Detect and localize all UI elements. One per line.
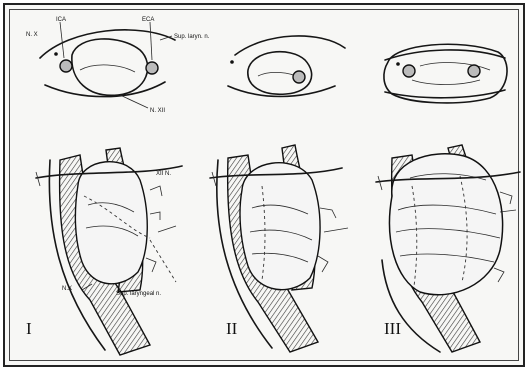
label-xii-n: XII N. [156, 171, 171, 177]
eca-vessel-3 [468, 65, 480, 77]
side-view-stage-1 [36, 148, 182, 355]
label-eca: ECA [142, 17, 154, 23]
stage-label-2: II [226, 319, 238, 338]
cross-section-2 [228, 36, 345, 97]
vagus-nerve-dot-2 [230, 60, 234, 64]
cross-section-1 [40, 22, 175, 108]
ica-vessel-3 [403, 65, 415, 77]
tumor-stage-3 [390, 154, 503, 295]
tumor-stage-2 [240, 163, 320, 290]
label-nx: N. X [26, 32, 38, 38]
stage-label-1: I [26, 319, 32, 338]
label-ica: ICA [56, 17, 66, 23]
label-sup-laryn: Sup. laryn. n. [174, 34, 210, 40]
label-sup-laryngeal: Sup. laryngeal n. [116, 291, 161, 297]
label-n-xii-top: N. XII [150, 108, 165, 114]
label-nx-bottom: N.X [62, 286, 72, 292]
eca-vessel-1 [146, 62, 158, 74]
eca-vessel-2 [293, 71, 305, 83]
vagus-nerve-dot-3 [396, 62, 400, 66]
stage-label-3: III [384, 319, 401, 338]
cross-section-3 [384, 44, 507, 103]
ica-vessel-1 [60, 60, 72, 72]
tumor-stage-1 [75, 162, 147, 284]
vagus-nerve-dot-1 [54, 52, 58, 56]
